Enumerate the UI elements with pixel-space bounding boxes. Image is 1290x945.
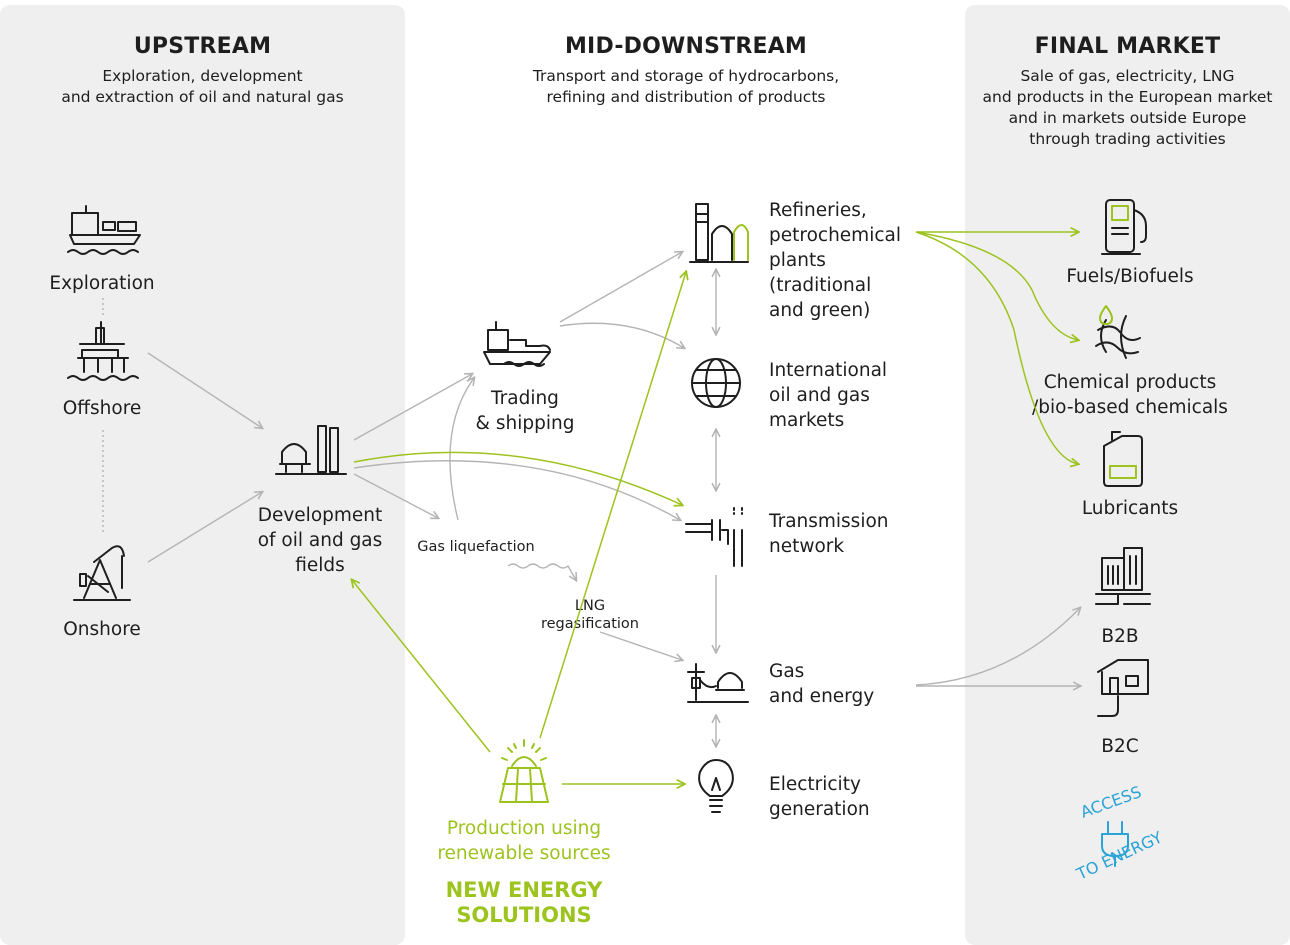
refinery-icon <box>689 203 749 263</box>
green-arrow-development-transmission <box>353 451 682 505</box>
gas-liquefaction-label: Gas liquefaction <box>417 539 535 555</box>
arrow-trading-refineries <box>559 252 682 323</box>
access-to-energy-text: ACCESS <box>1078 782 1144 822</box>
arrow-trading-markets <box>559 322 684 348</box>
offshore-platform-icon <box>67 321 139 381</box>
refinery-green-tank-icon <box>733 224 749 261</box>
office-building-icon <box>1095 547 1151 605</box>
arrow-regasification-gas-energy <box>599 631 682 660</box>
lubricants-label: Lubricants <box>1081 498 1179 519</box>
mid-downstream-title: MID-DOWNSTREAM <box>564 34 808 59</box>
fuels-label: Fuels/Biofuels <box>1066 266 1194 287</box>
fuel-pump-icon <box>1101 199 1147 255</box>
arrow-development-liquefaction <box>353 473 438 518</box>
offshore-label: Offshore <box>62 398 142 419</box>
mid-downstream-subtitle: Transport and storage of hydrocarbons, r… <box>532 67 840 106</box>
green-arrow-refineries-chemicals <box>915 231 1078 340</box>
electricity-label: Electricity generation <box>769 774 870 820</box>
final-market-title: FINAL MARKET <box>1034 34 1221 59</box>
trading-label: Trading & shipping <box>475 388 575 434</box>
upstream-subtitle: Exploration, development and extraction … <box>61 67 344 106</box>
lightbulb-icon <box>698 759 734 813</box>
oil-canister-icon <box>1103 431 1143 487</box>
arrow-development-trading <box>353 374 472 441</box>
refineries-label: Refineries, petrochemical plants (tradit… <box>769 200 901 321</box>
chemicals-label: Chemical products /bio-based chemicals <box>1032 372 1228 418</box>
arrow-liquefaction-regasification <box>507 563 576 580</box>
transmission-label: Transmission network <box>769 511 889 557</box>
pumpjack-icon <box>73 545 131 601</box>
arrow-offshore-development <box>147 352 262 428</box>
exploration-label: Exploration <box>49 273 155 294</box>
plug-icon <box>1101 821 1129 867</box>
pipeline-icon <box>685 507 743 567</box>
access-to-energy-text-lower: TO ENERGY <box>1073 827 1166 884</box>
molecule-icon <box>1095 315 1141 359</box>
gas-energy-label: Gas and energy <box>769 661 875 707</box>
house-icon <box>1097 659 1149 717</box>
new-energy-solutions-label: NEW ENERGY SOLUTIONS <box>445 878 603 927</box>
solar-panel-icon <box>499 739 549 803</box>
canister-label-icon <box>1109 465 1137 479</box>
arrow-development-transmission <box>353 460 680 520</box>
upstream-title: UPSTREAM <box>133 34 272 59</box>
b2b-label: B2B <box>1101 626 1139 647</box>
tanker-ship-icon <box>483 321 551 367</box>
green-arrow-refineries-lubricants <box>915 231 1078 464</box>
bio-droplet-icon <box>1099 305 1113 325</box>
globe-icon <box>691 358 741 408</box>
onshore-label: Onshore <box>63 619 141 640</box>
b2c-label: B2C <box>1101 736 1139 757</box>
international-markets-label: International oil and gas markets <box>769 360 888 431</box>
renewables-label: Production using renewable sources <box>437 818 611 864</box>
final-market-panel <box>965 5 1290 945</box>
arrow-gas-energy-b2b <box>915 608 1080 686</box>
fuel-pump-screen-icon <box>1111 205 1129 221</box>
green-arrow-renewables-refineries <box>539 272 686 739</box>
final-market-subtitle: Sale of gas, electricity, LNG and produc… <box>982 67 1273 148</box>
gas-plant-icon <box>275 425 347 475</box>
green-arrow-renewables-development <box>352 580 491 753</box>
survey-ship-icon <box>67 205 141 255</box>
arrow-onshore-development <box>147 492 262 563</box>
power-storage-icon <box>687 663 749 703</box>
arrow-liquefaction-trading <box>449 378 474 521</box>
development-label: Development of oil and gas fields <box>257 505 383 576</box>
